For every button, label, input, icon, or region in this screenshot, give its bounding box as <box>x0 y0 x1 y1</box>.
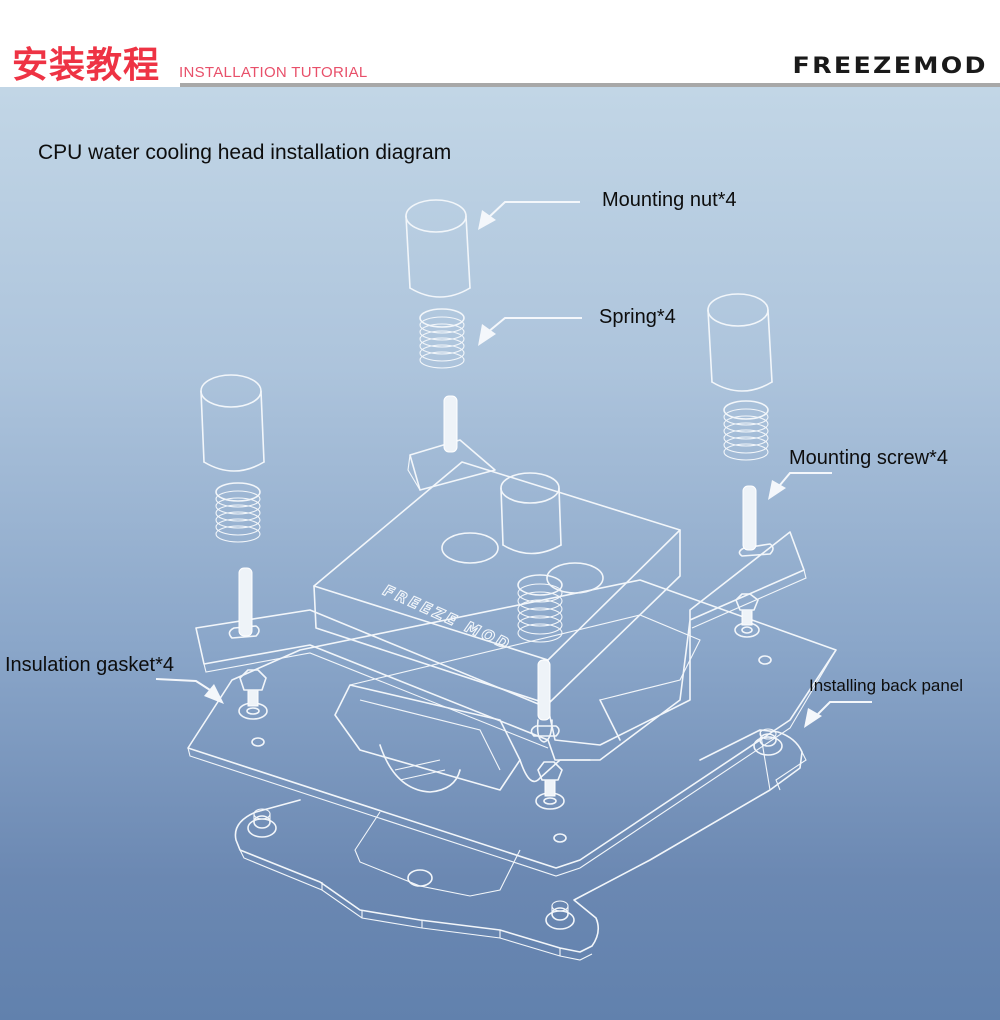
title-english: INSTALLATION TUTORIAL <box>179 64 368 81</box>
mounting-nut-left <box>200 374 265 472</box>
label-spring: Spring*4 <box>599 306 676 328</box>
diagram-stage: FREEZE MOD <box>0 87 1000 1020</box>
motherboard-plate <box>187 579 837 877</box>
insulation-gasket <box>734 593 760 638</box>
diagram-title: CPU water cooling head installation diag… <box>38 141 452 164</box>
label-mounting-nut: Mounting nut*4 <box>602 189 737 211</box>
backplate-standoff <box>545 900 575 930</box>
center-nut <box>500 472 562 555</box>
title-chinese: 安装教程 <box>12 45 161 86</box>
exploded-diagram: FREEZE MOD <box>155 199 872 961</box>
mounting-screw-top <box>443 395 458 453</box>
mounting-nut-top <box>405 199 471 298</box>
arrow-mounting-nut <box>478 201 580 230</box>
label-back-panel: Installing back panel <box>809 676 964 695</box>
arrow-spring <box>478 317 582 346</box>
block-logo: FREEZE MOD <box>380 581 514 654</box>
mounting-bracket <box>195 439 807 761</box>
arrow-back-panel <box>804 701 872 728</box>
spring-right <box>723 400 769 461</box>
header-divider <box>180 83 1000 87</box>
spring-left <box>215 482 261 543</box>
spring-front <box>517 574 563 643</box>
mounting-screw-right <box>742 485 757 551</box>
cpu-socket <box>334 614 701 793</box>
insulation-gasket <box>238 669 268 720</box>
spring-top <box>419 308 465 369</box>
arrow-insulation-gasket <box>155 678 224 704</box>
label-insulation-gasket: Insulation gasket*4 <box>5 654 175 676</box>
brand-logo: FREEZEMOD <box>792 54 988 79</box>
water-block: FREEZE MOD <box>313 461 681 743</box>
mounting-nut-right <box>707 293 773 392</box>
header-banner: 安装教程 INSTALLATION TUTORIAL FREEZEMOD <box>0 0 1000 87</box>
backplate-standoff <box>247 808 277 838</box>
arrow-mounting-screw <box>768 472 832 500</box>
label-mounting-screw: Mounting screw*4 <box>789 447 948 469</box>
mounting-screw-left <box>238 567 253 637</box>
back-panel <box>234 728 807 961</box>
insulation-gasket <box>535 761 565 810</box>
